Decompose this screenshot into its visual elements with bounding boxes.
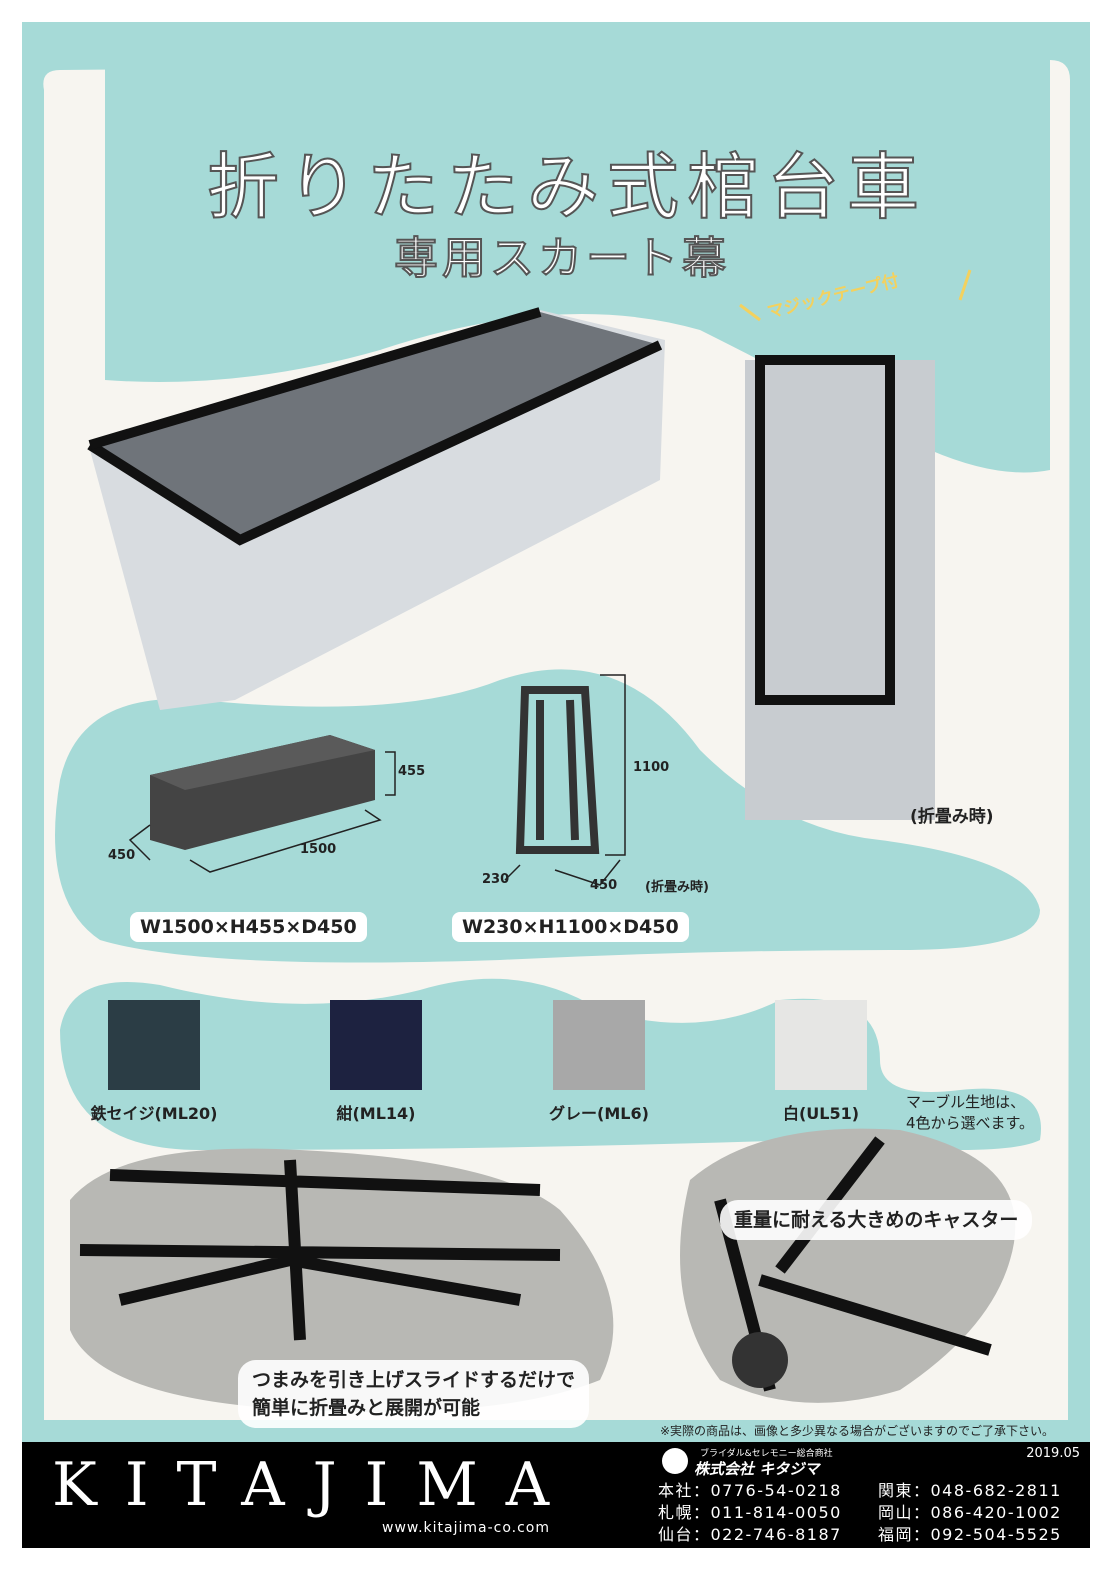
website-url[interactable]: www.kitajima-co.com [382, 1520, 550, 1536]
folded-dimensions-summary: W230×H1100×D450 [452, 912, 689, 942]
swatch-label: 鉄セイジ(ML20) [90, 1104, 218, 1123]
open-depth: 450 [108, 848, 136, 863]
page-title: 折りたたみ式棺台車 [206, 144, 927, 230]
phone-list-left: 本社：0776-54-0218 札幌：011-814-0050 仙台：022-7… [658, 1481, 842, 1544]
footer: KITAJIMA www.kitajima-co.com ブライダル&セレモニー… [22, 1442, 1090, 1548]
swatch-tetsu-seiji [108, 1000, 200, 1090]
folded-photo-label: (折畳み時) [910, 807, 994, 827]
swatch-note: マーブル生地は、 4色から選べます。 [906, 1093, 1035, 1132]
folded-diagram-label: (折畳み時) [645, 880, 709, 895]
open-dimensions-summary: W1500×H455×D450 [130, 912, 367, 942]
page-subtitle: 専用スカート幕 [393, 232, 730, 285]
phone-list-right: 関東：048-682-2811 岡山：086-420-1002 福岡：092-5… [878, 1481, 1062, 1544]
caster-callout: 重量に耐える大きめのキャスター [720, 1200, 1033, 1240]
swatch-label: 紺(ML14) [336, 1104, 416, 1123]
open-width: 1500 [300, 842, 337, 857]
swatch-label: 白(UL51) [782, 1104, 860, 1123]
swatch-kon [330, 1000, 422, 1090]
folded-depth: 450 [590, 878, 618, 893]
issue-date: 2019.05 [1026, 1446, 1080, 1461]
open-height: 455 [398, 764, 426, 779]
company-name: 株式会社 キタジマ [694, 1460, 820, 1478]
swatch-gray [553, 1000, 645, 1090]
swatch-white [775, 1000, 867, 1090]
company-logo-icon [662, 1448, 688, 1474]
disclaimer: ※実際の商品は、画像と多少異なる場合がございますのでご了承下さい。 [660, 1424, 1055, 1438]
slide-callout: つまみを引き上げスライドするだけで 簡単に折畳みと展開が可能 [238, 1360, 590, 1428]
brand-logo: KITAJIMA [52, 1450, 578, 1520]
company-tagline: ブライダル&セレモニー総合商社 [700, 1449, 833, 1459]
swatch-label: グレー(ML6) [549, 1104, 649, 1123]
folded-height: 1100 [633, 760, 670, 775]
folded-width: 230 [482, 872, 510, 887]
